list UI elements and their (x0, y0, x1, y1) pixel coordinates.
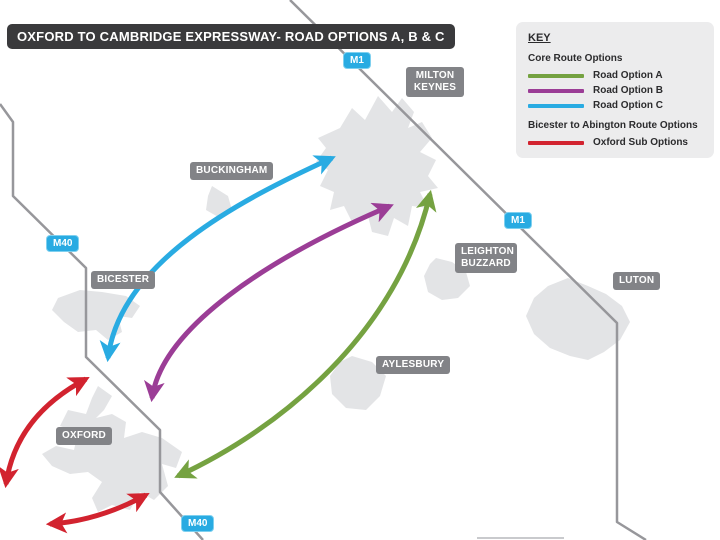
key-panel: KEY Core Route Options Road Option A Roa… (516, 22, 714, 158)
legend-row-oxford-sub: Oxford Sub Options (528, 135, 702, 150)
option-c-label: Road Option C (593, 100, 663, 111)
option-b-swatch (528, 88, 584, 93)
label-aylesbury: AYLESBURY (376, 356, 451, 374)
core-route-options-heading: Core Route Options (528, 53, 623, 64)
label-bicester: BICESTER (91, 271, 156, 289)
luton-area (526, 278, 630, 360)
label-oxford: OXFORD (56, 427, 112, 445)
sub-options-heading: Bicester to Abington Route Options (528, 120, 698, 131)
m1-motorway-line (289, 0, 647, 540)
option-b-label: Road Option B (593, 85, 663, 96)
road-option-a-arrow (174, 189, 437, 479)
milton-keynes-area (316, 96, 438, 236)
legend-row-option-b: Road Option B (528, 83, 702, 98)
option-c-swatch (528, 103, 584, 108)
map-title: OXFORD TO CAMBRIDGE EXPRESSWAY- ROAD OPT… (7, 24, 455, 49)
m40-motorway-line (0, 103, 204, 540)
label-luton: LUTON (613, 272, 661, 290)
option-a-label: Road Option A (593, 70, 663, 81)
legend-row-option-c: Road Option C (528, 98, 702, 113)
label-milton-keynes: MILTON KEYNES (406, 67, 464, 97)
label-leighton-buzzard: LEIGHTON BUZZARD (455, 243, 517, 273)
option-a-swatch (528, 73, 584, 78)
oxford-sub-option-arrow-west (0, 376, 90, 489)
m1-badge-north: M1 (343, 52, 371, 69)
oxford-sub-swatch (528, 140, 584, 145)
oxford-sub-label: Oxford Sub Options (593, 137, 688, 148)
m40-badge-south: M40 (181, 515, 215, 532)
bicester-area (52, 290, 140, 340)
road-option-c-arrow (99, 155, 336, 363)
oxford-sub-option-arrow-south (45, 492, 150, 534)
m1-badge-south: M1 (504, 212, 532, 229)
label-buckingham: BUCKINGHAM (190, 162, 274, 180)
legend-row-option-a: Road Option A (528, 68, 702, 83)
m40-badge-north: M40 (46, 235, 80, 252)
key-heading: KEY (528, 32, 551, 44)
